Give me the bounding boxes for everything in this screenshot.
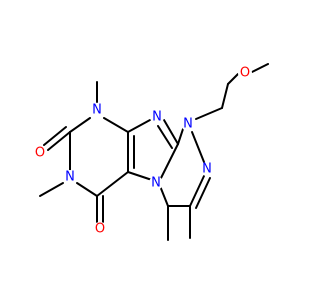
bond-c2-o-upper xyxy=(47,131,71,151)
atom-symbol: N xyxy=(152,110,162,125)
bond-chain-4 xyxy=(251,63,269,73)
bond-nleft-c6 xyxy=(76,182,98,197)
bond-n9-c5 xyxy=(127,171,153,181)
bond-c8-nmethoxy xyxy=(177,125,185,145)
atom-label-background xyxy=(181,117,195,131)
bond-c2-o-upper-double xyxy=(43,126,67,146)
atom-symbol: N xyxy=(202,162,212,177)
bond-ntriazine-c3-double xyxy=(195,177,211,209)
atom-label-background xyxy=(90,103,104,117)
atom-n-top: N xyxy=(90,103,104,118)
bond-methyl-left xyxy=(39,182,64,197)
atom-symbol: O xyxy=(240,66,250,81)
atom-label-background xyxy=(63,170,77,184)
atom-n-bottom-left: N xyxy=(149,176,163,191)
bond-nimid-c8 xyxy=(163,119,179,145)
bond-nimid-c8-double xyxy=(157,125,173,149)
atom-o-methoxy: O xyxy=(238,66,252,81)
bond-ntop-c8a xyxy=(103,117,129,133)
bond-chain-3 xyxy=(227,73,239,85)
bond-c4-n9 xyxy=(159,185,169,207)
molecule-structure: N N N N N N O O O xyxy=(33,63,269,241)
atom-symbol: N xyxy=(65,170,75,185)
atom-label-background xyxy=(200,162,214,176)
atom-n-ring-left: N xyxy=(63,170,77,185)
bond-ntriazine-c3 xyxy=(189,175,205,207)
atom-symbol: O xyxy=(35,146,45,161)
atom-symbol: N xyxy=(151,176,161,191)
atom-n-triazine: N xyxy=(200,162,214,177)
bond-chain-1 xyxy=(195,107,223,120)
atom-label-background xyxy=(93,222,107,236)
bond-c4-nimid xyxy=(127,119,151,133)
atom-symbol: N xyxy=(92,103,102,118)
atom-symbol: N xyxy=(183,117,193,132)
atom-label-layer: N N N N N N O O O xyxy=(33,66,252,237)
atom-label-background xyxy=(149,176,163,190)
atom-o-upper: O xyxy=(33,146,47,161)
atom-label-background xyxy=(150,110,164,124)
atom-label-background xyxy=(238,66,252,80)
bond-c8-n9 xyxy=(159,143,179,181)
atom-o-lower: O xyxy=(93,222,107,237)
atom-n-methoxy: N xyxy=(181,117,195,132)
bond-c6-c5 xyxy=(96,171,129,197)
atom-n-imid: N xyxy=(150,110,164,125)
atom-label-background xyxy=(33,146,47,160)
bond-layer xyxy=(39,63,269,241)
bond-ntop-c2 xyxy=(69,117,91,133)
atom-symbol: O xyxy=(95,222,105,237)
bond-nmethoxy-ntriazine xyxy=(191,131,205,163)
bond-chain-2 xyxy=(221,83,229,109)
